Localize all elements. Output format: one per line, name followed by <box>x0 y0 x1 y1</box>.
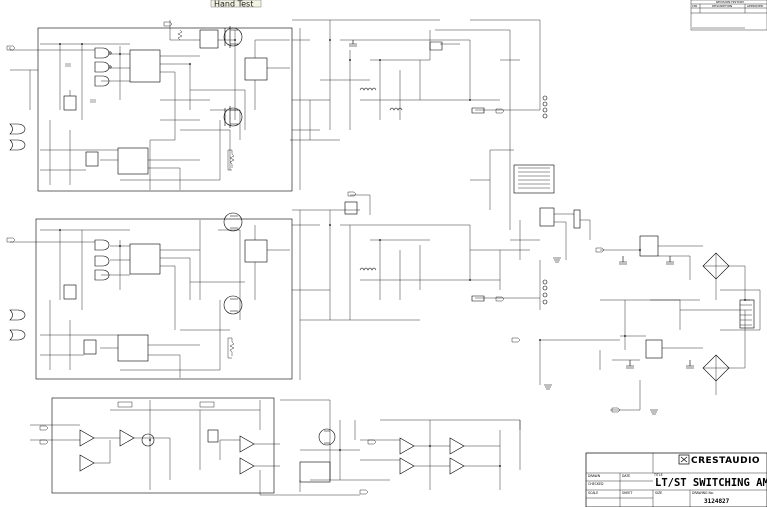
channel-b-block <box>9 210 330 380</box>
sheet-label: SHEET <box>622 491 632 495</box>
title-label: TITLE <box>653 473 663 477</box>
hand-note: Hand Test <box>210 0 262 9</box>
revision-header: REVISION HISTORY <box>716 0 744 4</box>
drawing-title: LT/ST SWITCHING AMPLIFIER <box>655 477 767 489</box>
checked-label: CHECKED <box>588 482 604 486</box>
drawing-no-label: DRAWING No. <box>692 491 714 495</box>
rev-col-ltr: LTR <box>692 4 697 8</box>
title-block: CRESTAUDIO TITLE LT/ST SWITCHING AMPLIFI… <box>585 452 767 507</box>
rev-col-approved: APPROVED <box>747 4 764 8</box>
protection-section <box>30 397 521 496</box>
revision-block: REVISION HISTORY LTR DESCRIPTION APPROVE… <box>690 0 767 31</box>
junction-dots <box>59 39 746 467</box>
scale-label: SCALE <box>588 491 598 495</box>
channel-b-output <box>292 194 548 321</box>
size-label: SIZE <box>655 491 662 495</box>
drawing-number: 3124827 <box>704 498 730 505</box>
center-connector <box>470 149 591 260</box>
drawn-label: DRAWN <box>588 474 601 478</box>
brand-text: CRESTAUDIO <box>691 456 760 466</box>
brand-logo: CRESTAUDIO <box>678 454 760 466</box>
hand-note-text: Hand Test <box>214 0 253 9</box>
date-label: DATE <box>622 474 630 478</box>
power-supply <box>539 235 761 415</box>
rev-col-desc: DESCRIPTION <box>712 4 732 8</box>
channel-a-output <box>290 19 548 230</box>
channel-a-block <box>9 20 330 192</box>
connector-flags <box>6 21 621 495</box>
